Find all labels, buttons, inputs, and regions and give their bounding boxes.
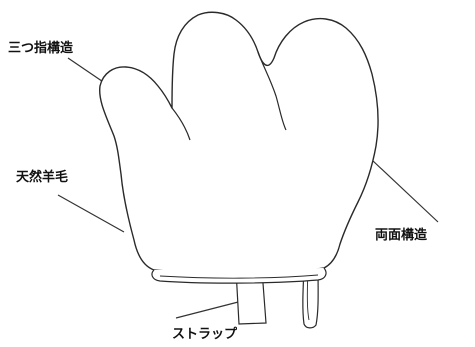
strap-loop <box>302 267 319 329</box>
finger-separation-left <box>171 107 191 141</box>
leader-line-double-sided <box>371 159 439 223</box>
finger-separation-right <box>257 51 287 131</box>
label-double-sided-structure: 両面構造 <box>375 228 428 243</box>
mitt-cuff-stitch <box>159 274 319 279</box>
mitt-body <box>99 11 379 274</box>
leader-line-strap <box>175 299 247 319</box>
mitt-cuff <box>151 267 327 284</box>
label-natural-wool: 天然羊毛 <box>16 170 69 185</box>
leader-line-natural-wool <box>57 194 125 233</box>
label-strap: ストラップ <box>172 327 238 342</box>
label-three-finger-structure: 三つ指構造 <box>8 41 74 56</box>
